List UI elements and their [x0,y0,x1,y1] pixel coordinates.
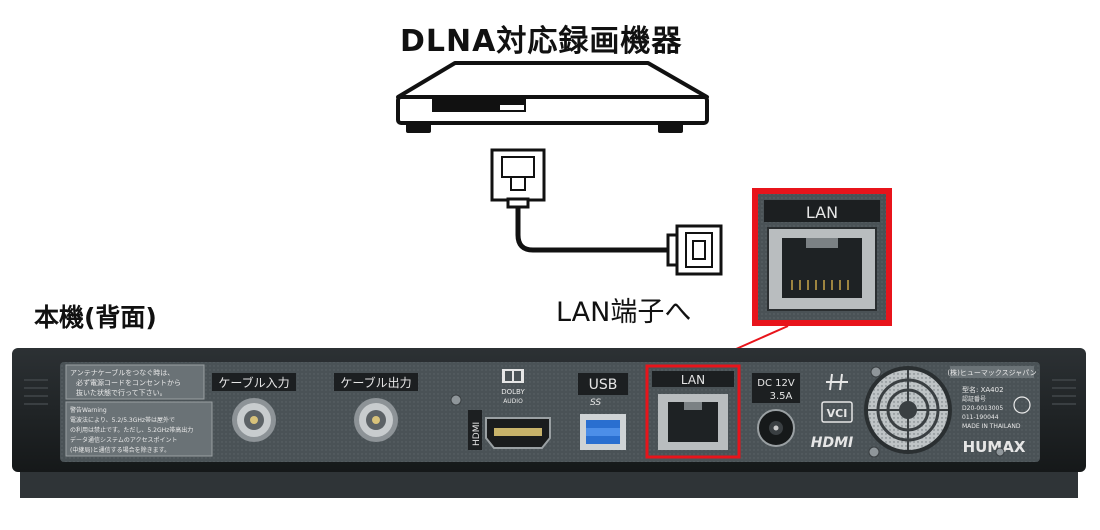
dc-jack [757,409,795,447]
lan-label: LAN [681,373,705,387]
svg-text:(中継局)と通信する場合を除きます。: (中継局)と通信する場合を除きます。 [70,446,170,454]
cable-in-label: ケーブル入力 [218,375,289,390]
svg-text:認証番号: 認証番号 [962,395,986,403]
dc-label-1: DC 12V [757,378,795,389]
vcci-logo: VCI [827,407,848,420]
device-caption: 本機(背面) [34,303,157,332]
cooling-fan-icon [864,366,952,454]
cable-out-port [354,398,398,442]
cable-in-port [232,398,276,442]
hdmi-vertical-label: HDMI [472,422,482,446]
svg-text:抜いた状態で行って下さい。: 抜いた状態で行って下さい。 [76,388,167,397]
lan-port-caption: LAN端子へ [556,297,692,328]
company-label: (株)ヒューマックスジャパン [947,368,1036,377]
svg-text:電波法により、5.2/5.3GHz帯は屋外で: 電波法により、5.2/5.3GHz帯は屋外で [70,416,175,424]
lan-port-zoom: LAN [752,188,892,326]
usb-ss-label: SS [590,398,601,408]
ground-symbol-icon [826,373,848,391]
svg-text:の利用は禁止です。ただし、5.2GHz帯高出力: の利用は禁止です。ただし、5.2GHz帯高出力 [70,426,193,434]
svg-text:データ通信システムのアクセスポイント: データ通信システムのアクセスポイント [70,436,178,444]
hdmi-port [485,417,551,449]
svg-text:D20-0013005: D20-0013005 [962,405,1003,412]
svg-text:型名: XA402: 型名: XA402 [962,385,1004,394]
recorder-icon [396,61,709,133]
diagram-title: DLNA対応録画機器 [400,24,683,59]
hdmi-logo: HDMI [811,435,853,451]
cable-out-label: ケーブル出力 [340,375,411,390]
svg-text:011-190044: 011-190044 [962,414,999,421]
svg-text:AUDIO: AUDIO [503,398,523,405]
svg-text:警告Warning: 警告Warning [70,406,107,414]
lan-cable-icon [490,148,723,276]
svg-text:MADE IN THAILAND: MADE IN THAILAND [962,423,1021,430]
rj45-plug-horizontal-icon [666,224,723,276]
device-rear-panel: アンテナケーブルをつなぐ時は、 必ず電源コードをコンセントから 抜いた状態で行っ… [12,348,1086,498]
brand-logo: HUMAX [963,438,1026,456]
svg-text:アンテナケーブルをつなぐ時は、: アンテナケーブルをつなぐ時は、 [70,368,174,377]
svg-text:DOLBY: DOLBY [501,388,525,396]
svg-text:必ず電源コードをコンセントから: 必ず電源コードをコンセントから [76,378,181,387]
usb-label: USB [589,377,618,393]
rj45-plug-vertical-icon [490,148,546,209]
zoom-lan-label: LAN [806,203,838,222]
usb-port [580,414,626,450]
lan-port [658,394,728,450]
dc-label-2: 3.5A [770,391,793,402]
dolby-logo-icon [502,369,524,383]
